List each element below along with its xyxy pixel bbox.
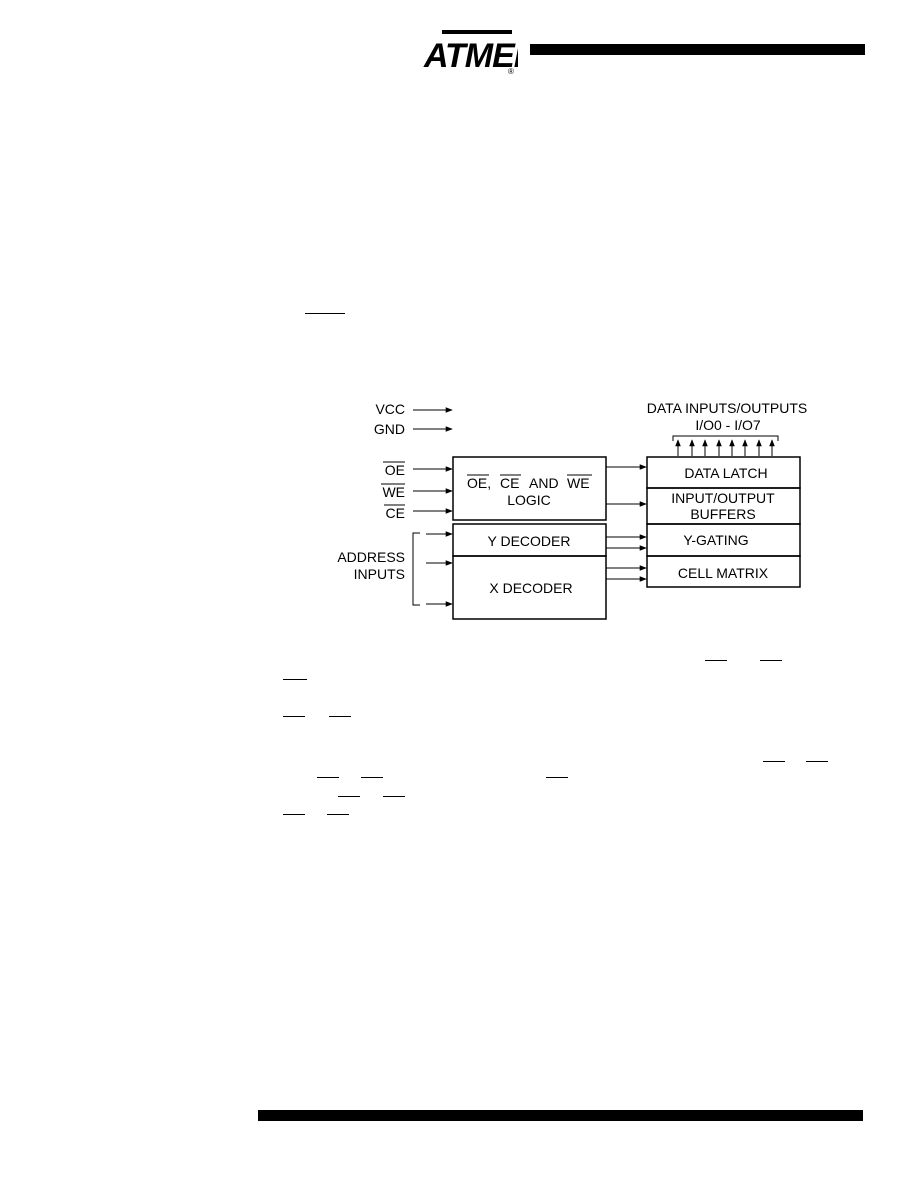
x-decoder-label: X DECODER [489, 580, 572, 596]
logic-block-ce: CE [500, 475, 519, 491]
overline-mark [383, 796, 405, 797]
svg-text:ATMEL: ATMEL [423, 37, 518, 75]
io-title: DATA INPUTS/OUTPUTS [647, 400, 808, 416]
y-decoder-label: Y DECODER [488, 533, 571, 549]
overline-mark [283, 716, 305, 717]
overline-mark [305, 313, 345, 314]
cell-matrix-block [646, 555, 801, 588]
logic-block-oe: OE, [467, 475, 491, 491]
address-bracket [412, 532, 420, 606]
overline-mark [760, 660, 782, 661]
overline-mark [546, 777, 568, 778]
we-input-label: WE [382, 484, 405, 500]
io-bracket [672, 435, 779, 441]
vcc-label: VCC [375, 401, 405, 417]
overline-mark [705, 660, 727, 661]
x-decoder-block [452, 555, 607, 620]
overline-mark [283, 679, 307, 680]
data-latch-label: DATA LATCH [684, 465, 767, 481]
cell-matrix-label: CELL MATRIX [678, 565, 769, 581]
overline-mark [361, 777, 383, 778]
overline-mark [806, 761, 828, 762]
overline-mark [329, 716, 351, 717]
y-gating-label: Y-GATING [683, 532, 748, 548]
svg-text:®: ® [508, 67, 514, 75]
overline-mark [327, 814, 349, 815]
ce-input-label: CE [386, 505, 405, 521]
logic-block-line2: LOGIC [507, 492, 551, 508]
overline-mark [317, 777, 339, 778]
address-label-line1: ADDRESS [337, 549, 405, 565]
logic-block-and: AND [529, 475, 559, 491]
io-range: I/O0 - I/O7 [695, 417, 761, 433]
io-buffers-line1: INPUT/OUTPUT [671, 490, 775, 506]
address-label-line2: INPUTS [354, 566, 405, 582]
footer-rule [258, 1110, 863, 1121]
logic-block [452, 456, 607, 521]
atmel-logo: ATMEL ® [423, 30, 518, 75]
io-data-arrows [675, 439, 775, 456]
io-buffers-line2: BUFFERS [690, 506, 755, 522]
overline-mark [283, 814, 305, 815]
gnd-label: GND [374, 421, 405, 437]
logic-block-we: WE [567, 475, 590, 491]
header-rule [530, 44, 865, 55]
overline-mark [763, 761, 785, 762]
overline-mark [338, 796, 360, 797]
oe-input-label: OE [385, 462, 405, 478]
